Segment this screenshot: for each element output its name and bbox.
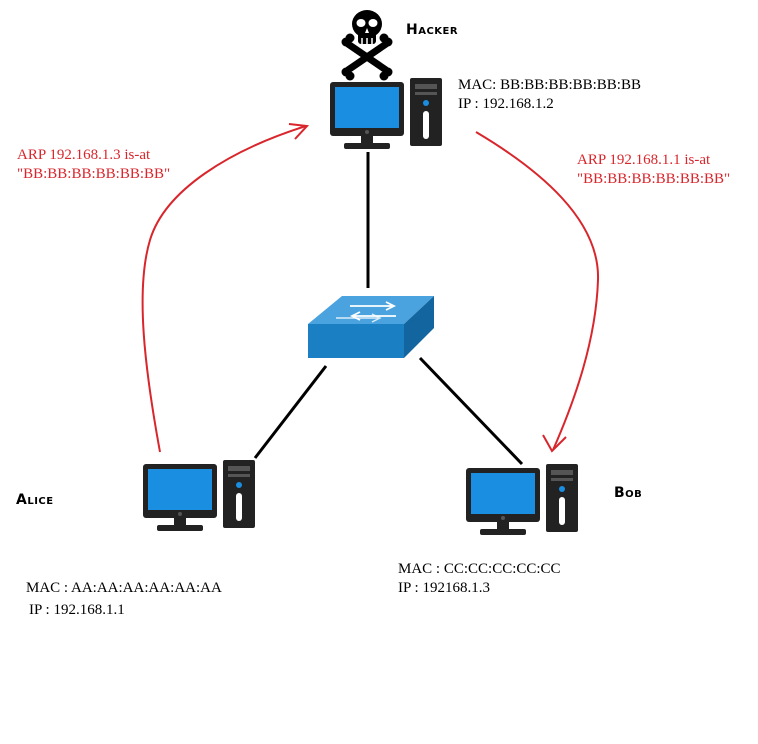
bob-name: Bob xyxy=(614,485,643,501)
hacker-computer-icon xyxy=(330,78,442,149)
alice-mac: MAC : AA:AA:AA:AA:AA:AA xyxy=(26,580,222,596)
hacker-name: Hacker xyxy=(406,22,459,38)
arp-arrow-left xyxy=(141,123,310,453)
alice-ip: IP : 192.168.1.1 xyxy=(29,602,125,618)
arp-left-line1: ARP 192.168.1.3 is-at xyxy=(17,147,151,163)
arp-right-line2: "BB:BB:BB:BB:BB:BB" xyxy=(577,171,731,187)
arp-left-line2: "BB:BB:BB:BB:BB:BB" xyxy=(17,166,171,182)
arp-right-line1: ARP 192.168.1.1 is-at xyxy=(577,152,711,168)
hacker-mac: MAC: BB:BB:BB:BB:BB:BB xyxy=(458,77,641,93)
hacker-ip: IP : 192.168.1.2 xyxy=(458,96,554,112)
alice-name: Alice xyxy=(16,492,54,508)
bob-ip: IP : 192168.1.3 xyxy=(398,580,490,596)
bob-switch-cable xyxy=(418,356,524,466)
network-switch-icon xyxy=(308,296,434,358)
skull-crossbones-icon xyxy=(341,10,393,81)
alice-switch-cable xyxy=(253,365,328,459)
bob-computer-icon xyxy=(466,464,578,535)
alice-computer-icon xyxy=(143,460,255,531)
bob-mac: MAC : CC:CC:CC:CC:CC xyxy=(398,561,561,577)
arp-arrow-right xyxy=(475,131,600,453)
